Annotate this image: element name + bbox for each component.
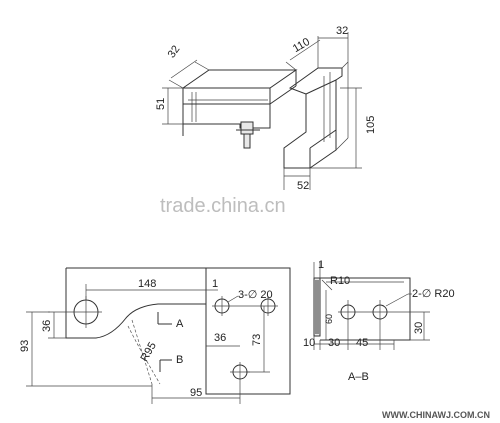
section-mark-a: A bbox=[176, 318, 184, 330]
dim-10: 10 bbox=[303, 337, 315, 349]
dim-r95: R95 bbox=[138, 340, 158, 363]
dim-110: 110 bbox=[291, 36, 312, 55]
section-label: A–B bbox=[348, 371, 369, 383]
curved-edge bbox=[65, 268, 206, 339]
dim-73: 73 bbox=[251, 334, 263, 346]
watermark-corner: WWW.CHINAWJ.COM.CN bbox=[382, 410, 490, 420]
dim-30: 30 bbox=[328, 337, 340, 349]
dim-45: 45 bbox=[356, 337, 368, 349]
vertical-arm bbox=[283, 67, 343, 169]
dim-32-left: 32 bbox=[166, 43, 183, 60]
top-plate-face bbox=[181, 69, 298, 89]
dim-1-right: 1 bbox=[318, 259, 324, 271]
section-mark-b: B bbox=[176, 354, 183, 366]
dim-52: 52 bbox=[297, 180, 309, 192]
dim-95: 95 bbox=[190, 387, 202, 399]
left-plan-view: R95 A B 148 1 3-∅ 20 36 93 36 73 bbox=[19, 267, 291, 404]
plate-section bbox=[313, 277, 321, 337]
dim-32-right: 32 bbox=[336, 25, 348, 37]
label-3-holes: 3-∅ 20 bbox=[238, 289, 273, 301]
label-2-holes: 2-∅ R20 bbox=[412, 288, 455, 300]
dim-148: 148 bbox=[138, 278, 156, 290]
dim-36-vertical: 36 bbox=[41, 320, 53, 332]
dim-51: 51 bbox=[155, 98, 167, 110]
dim-r10: R10 bbox=[330, 275, 350, 287]
top-isometric-view: 32 110 32 51 105 52 bbox=[155, 25, 377, 192]
plate-outline bbox=[66, 267, 291, 395]
dim-36-horizontal: 36 bbox=[214, 332, 226, 344]
dim-30-vertical: 30 bbox=[413, 322, 425, 334]
dim-60: 60 bbox=[324, 314, 334, 324]
pivot-pin bbox=[240, 121, 254, 135]
dim-93: 93 bbox=[19, 340, 31, 352]
dim-1-left: 1 bbox=[212, 278, 218, 290]
dim-105: 105 bbox=[365, 116, 377, 134]
section-body bbox=[320, 277, 411, 341]
watermark-center: trade.china.cn bbox=[160, 195, 286, 217]
section-a-b-view: 1 R10 2-∅ R20 60 30 10 30 45 A–B bbox=[303, 259, 455, 383]
